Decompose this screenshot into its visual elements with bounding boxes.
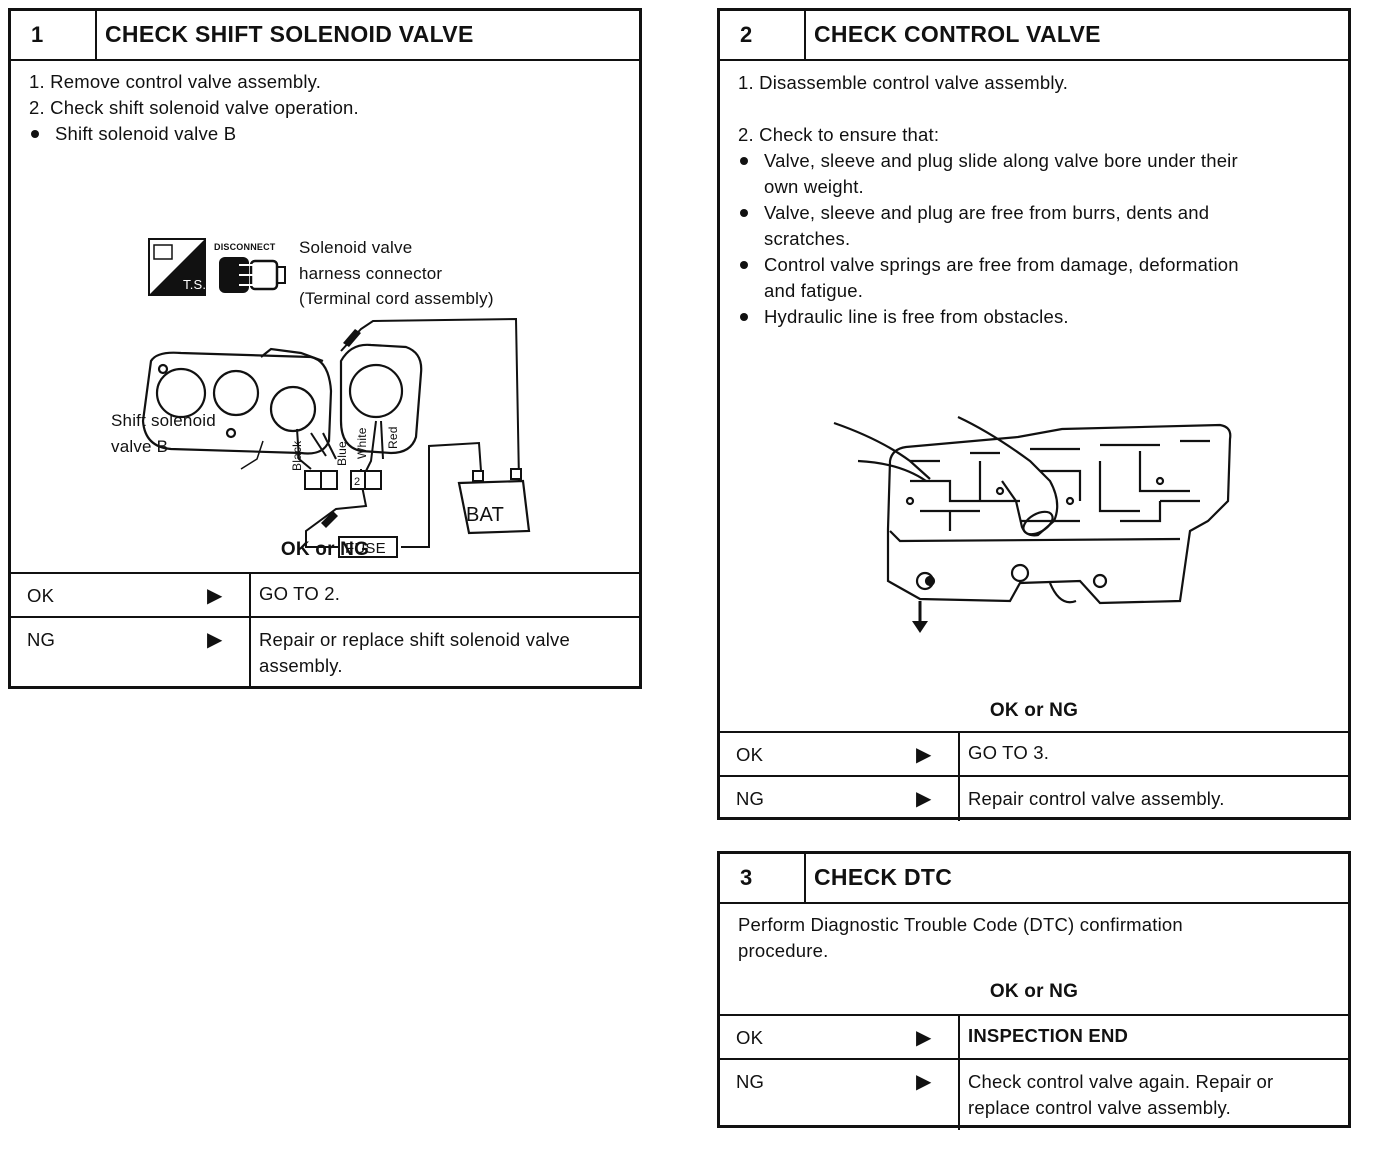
result-value: INSPECTION END xyxy=(968,1025,1129,1046)
column-divider xyxy=(249,618,251,688)
step-3-box: 3 CHECK DTC Perform Diagnostic Trouble C… xyxy=(717,851,1351,1130)
bullet-item: Valve, sleeve and plug are free from bur… xyxy=(739,200,1209,226)
ts-icon: T.S. xyxy=(148,238,206,296)
column-divider xyxy=(958,777,960,821)
arrow-right-icon: ▶ xyxy=(207,629,223,651)
result-row-ok: OK ▶ GO TO 3. xyxy=(720,731,1348,777)
arrow-right-icon: ▶ xyxy=(916,1027,932,1049)
valve-body-plate xyxy=(141,343,423,455)
ok-or-ng-label: OK or NG xyxy=(280,539,370,560)
result-key: NG xyxy=(736,788,765,809)
wire-label: White xyxy=(355,427,369,459)
step-2-header: 2 CHECK CONTROL VALVE xyxy=(720,11,1348,61)
instruction-line: 2. Check shift solenoid valve operation. xyxy=(29,97,359,118)
bullet-item: Shift solenoid valve B xyxy=(30,121,236,147)
disconnect-label: DISCONNECT xyxy=(214,242,276,252)
connector-label-line: harness connector xyxy=(299,264,442,283)
terminal-label: 2 xyxy=(354,476,360,488)
step-1-box: 1 CHECK SHIFT SOLENOID VALVE 1. Remove c… xyxy=(8,8,642,689)
ok-or-ng-label: OK or NG xyxy=(989,700,1079,721)
result-key: OK xyxy=(736,744,764,765)
bullet-item-continuation: scratches. xyxy=(764,228,851,249)
column-divider xyxy=(958,1060,960,1130)
solenoid-test-diagram: T.S. DISCONNECT Solenoid valve harness c… xyxy=(141,238,531,558)
battery-label: BAT xyxy=(466,504,504,526)
wire-label: Red xyxy=(386,426,400,449)
result-value: Repair or replace shift solenoid valve xyxy=(259,629,570,650)
disconnect-icon: DISCONNECT xyxy=(214,242,286,293)
connector-label-line: (Terminal cord assembly) xyxy=(299,289,494,308)
ok-or-ng-label: OK or NG xyxy=(989,981,1079,1002)
step-title: CHECK CONTROL VALVE xyxy=(814,21,1101,47)
column-divider xyxy=(249,574,251,618)
instruction-line: Perform Diagnostic Trouble Code (DTC) co… xyxy=(738,914,1183,935)
arrow-right-icon: ▶ xyxy=(916,788,932,810)
result-key: NG xyxy=(27,629,56,650)
result-row-ok: OK ▶ GO TO 2. xyxy=(11,572,639,618)
bullet-item: Hydraulic line is free from obstacles. xyxy=(740,304,1069,330)
result-value: Check control valve again. Repair or xyxy=(968,1071,1274,1092)
instruction-line: 2. Check to ensure that: xyxy=(738,124,940,145)
battery-icon: BAT xyxy=(457,468,531,535)
result-value: GO TO 3. xyxy=(968,742,1050,763)
result-value: replace control valve assembly. xyxy=(968,1097,1231,1118)
instruction-line: 1. Remove control valve assembly. xyxy=(29,71,322,92)
result-row-ng: NG ▶ Repair control valve assembly. xyxy=(720,775,1348,821)
step-number: 3 xyxy=(720,854,806,902)
result-row-ng: NG ▶ Check control valve again. Repair o… xyxy=(720,1058,1348,1130)
result-key: OK xyxy=(27,585,55,606)
valve-label-line: Shift solenoid xyxy=(111,411,216,430)
result-key: OK xyxy=(736,1027,764,1048)
result-value: GO TO 2. xyxy=(259,583,341,604)
instruction-line: procedure. xyxy=(738,940,829,961)
control-valve-diagram xyxy=(833,416,1232,633)
wire-label: Blue xyxy=(335,441,349,466)
result-key: NG xyxy=(736,1071,765,1092)
bullet-item-continuation: and fatigue. xyxy=(764,280,864,301)
arrow-right-icon: ▶ xyxy=(916,744,932,766)
instruction-line: 1. Disassemble control valve assembly. xyxy=(738,72,1069,93)
arrow-down-icon xyxy=(912,601,928,633)
step-number: 2 xyxy=(720,11,806,59)
result-row-ok: OK ▶ INSPECTION END xyxy=(720,1014,1348,1060)
bullet-item: Control valve springs are free from dama… xyxy=(740,252,1239,278)
step-2-box: 2 CHECK CONTROL VALVE 1. Disassemble con… xyxy=(717,8,1351,821)
step-3-header: 3 CHECK DTC xyxy=(720,854,1348,904)
step-number: 1 xyxy=(11,11,97,59)
harness-connectors: 2 xyxy=(304,329,382,528)
valve-label-line: valve B xyxy=(111,437,169,456)
arrow-right-icon: ▶ xyxy=(207,585,223,607)
bullet-item: Valve, sleeve and plug slide along valve… xyxy=(740,148,1238,174)
connector-label-line: Solenoid valve xyxy=(299,238,412,257)
fuse-label: FUSE xyxy=(345,540,386,557)
ts-label: T.S. xyxy=(183,277,206,292)
step-title: CHECK DTC xyxy=(814,864,953,890)
step-title: CHECK SHIFT SOLENOID VALVE xyxy=(105,21,474,47)
result-value: assembly. xyxy=(259,655,343,676)
wire-label: Black xyxy=(290,440,304,471)
step-1-header: 1 CHECK SHIFT SOLENOID VALVE xyxy=(11,11,639,61)
result-row-ng: NG ▶ Repair or replace shift solenoid va… xyxy=(11,616,639,688)
fuse-icon: FUSE xyxy=(338,536,398,558)
result-value: Repair control valve assembly. xyxy=(968,788,1225,809)
arrow-right-icon: ▶ xyxy=(916,1071,932,1093)
column-divider xyxy=(958,733,960,777)
column-divider xyxy=(958,1016,960,1060)
bullet-item-continuation: own weight. xyxy=(764,176,864,197)
